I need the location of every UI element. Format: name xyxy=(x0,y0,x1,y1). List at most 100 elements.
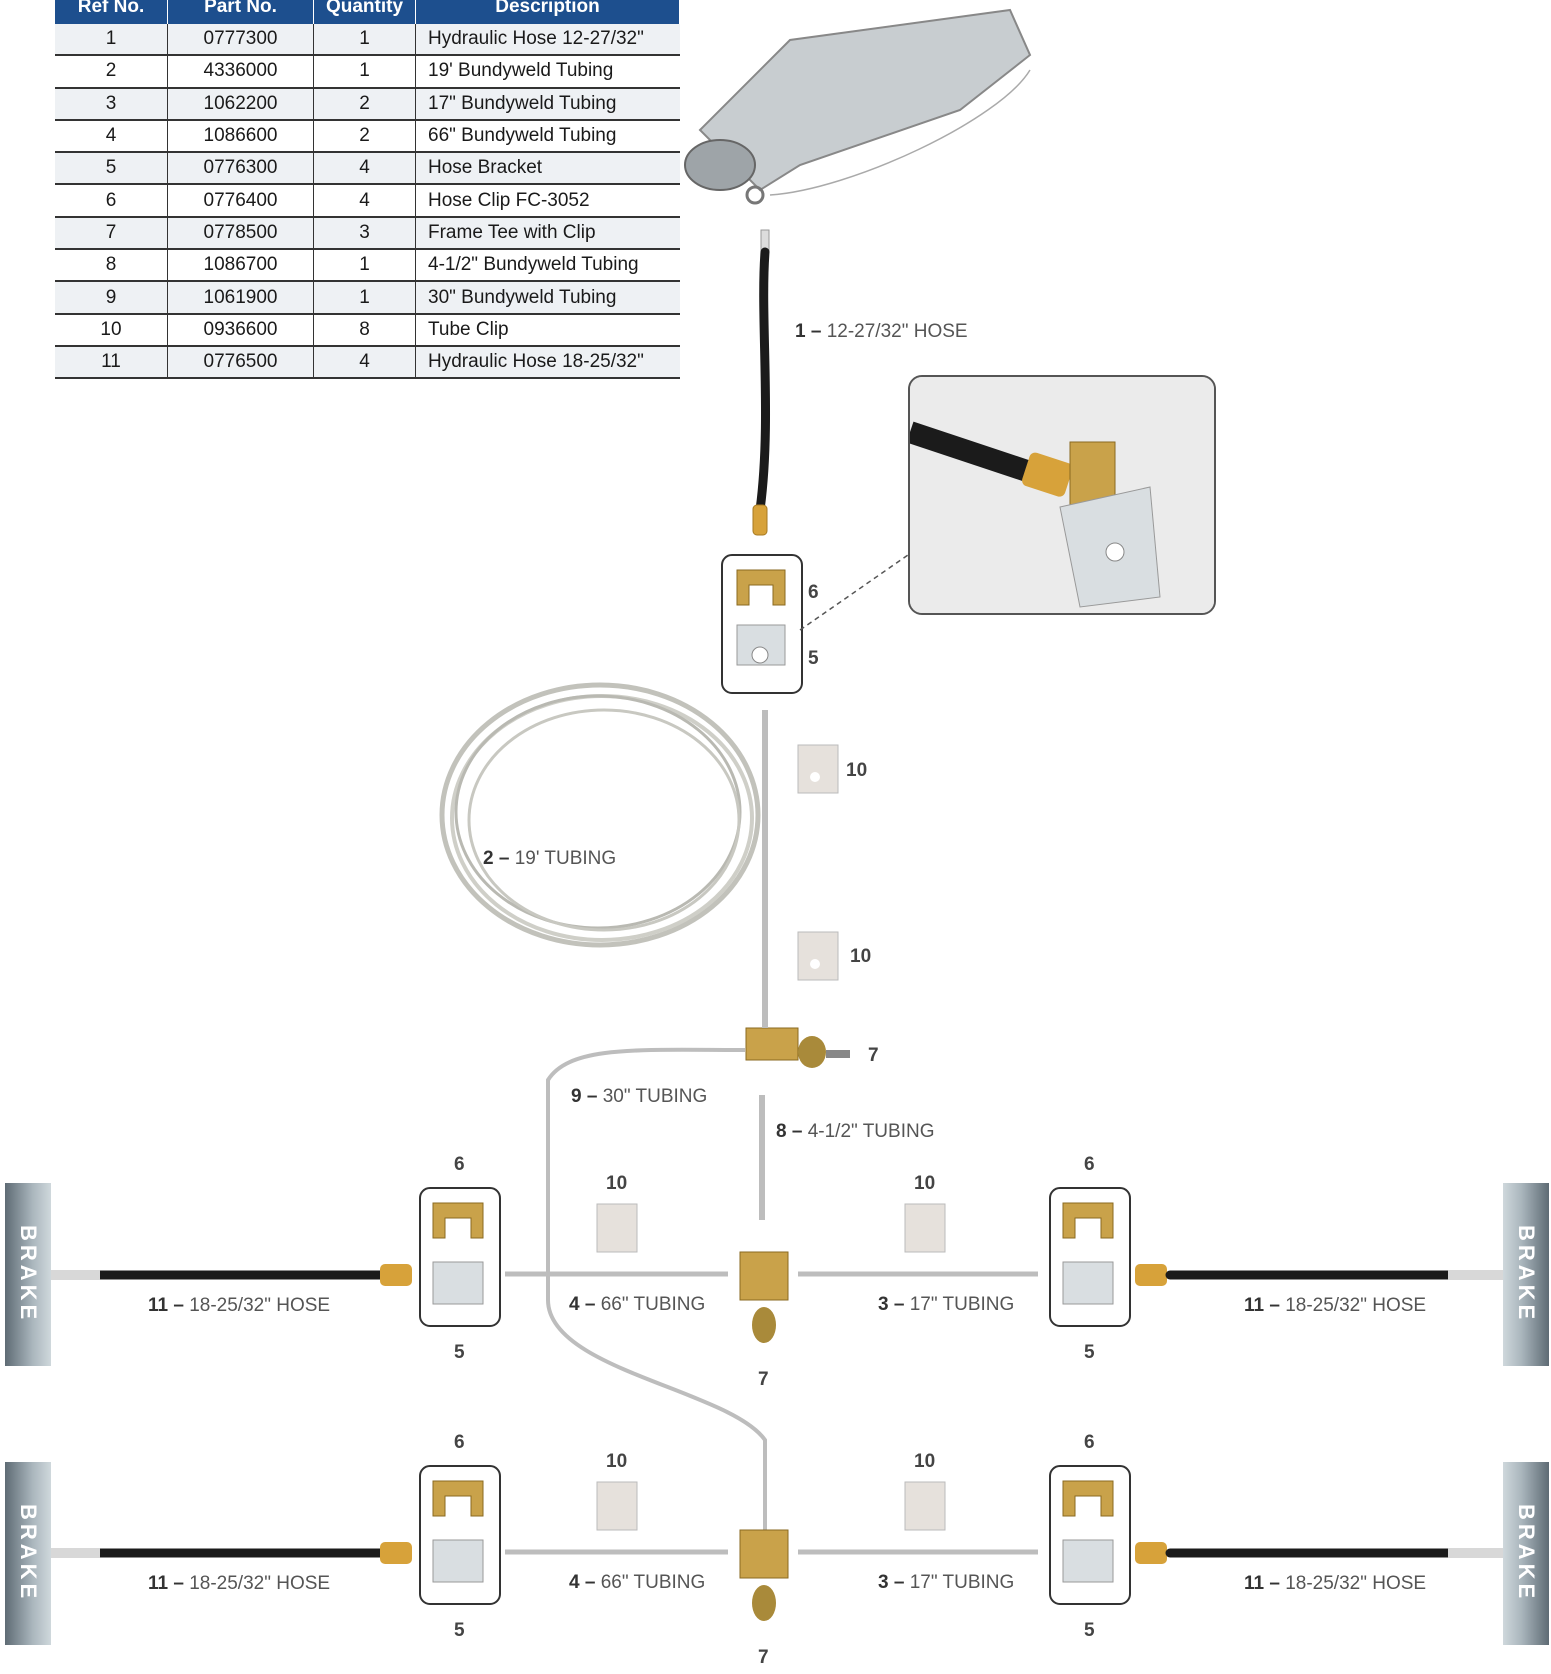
label-hose-11-text: 18-25/32" HOSE xyxy=(183,1573,331,1594)
actuator-coupler-image xyxy=(684,8,1032,205)
cell-desc: 19' Bundyweld Tubing xyxy=(415,55,680,89)
label-tubing-4-text: 66" TUBING xyxy=(595,1572,706,1593)
label-tubing-3-text: 17" TUBING xyxy=(904,1572,1015,1593)
callout-6: 6 xyxy=(1084,1154,1095,1175)
label-hose-11: 11 – 18-25/32" HOSE xyxy=(1244,1295,1426,1317)
header-description: Description xyxy=(415,0,680,24)
cell-qty: 3 xyxy=(313,216,416,251)
cell-part: 0777300 xyxy=(167,24,314,57)
cell-qty: 1 xyxy=(313,281,416,315)
label-hose-1-text: 12-27/32" HOSE xyxy=(821,321,968,342)
tubing-9-image xyxy=(546,1047,767,1570)
label-tubing-2-text: 19' TUBING xyxy=(509,848,617,869)
label-tubing-2-num: 2 – xyxy=(483,848,510,869)
cell-part: 1086700 xyxy=(167,249,314,283)
callout-10: 10 xyxy=(914,1173,936,1194)
header-quantity: Quantity xyxy=(313,0,416,24)
cell-part: 0778500 xyxy=(167,216,314,251)
callout-7: 7 xyxy=(758,1647,769,1668)
cell-desc: 30" Bundyweld Tubing xyxy=(415,281,680,315)
label-tubing-3: 3 – 17" TUBING xyxy=(878,1572,1014,1594)
label-tubing-3-num: 3 – xyxy=(878,1572,905,1593)
cell-ref: 1 xyxy=(55,24,168,57)
callout-5: 5 xyxy=(454,1342,465,1363)
label-tubing-2: 2 – 19' TUBING xyxy=(483,848,616,870)
label-hose-11-text: 18-25/32" HOSE xyxy=(1279,1573,1427,1594)
brake-tab-right-lower: BRAKE xyxy=(1503,1462,1549,1645)
frame-tee-7-top xyxy=(745,985,850,1068)
label-hose-11: 11 – 18-25/32" HOSE xyxy=(1244,1573,1426,1595)
label-hose-11-num: 11 – xyxy=(1244,1295,1280,1316)
label-tubing-9: 9 – 30" TUBING xyxy=(571,1086,707,1108)
cell-desc: Hydraulic Hose 12-27/32" xyxy=(415,24,680,57)
callout-6: 6 xyxy=(808,582,819,603)
label-hose-1: 1 – 12-27/32" HOSE xyxy=(795,321,968,343)
cell-desc: Hydraulic Hose 18-25/32" xyxy=(415,345,680,380)
label-tubing-4-text: 66" TUBING xyxy=(595,1294,706,1315)
cell-qty: 2 xyxy=(313,119,416,154)
cell-qty: 1 xyxy=(313,24,416,57)
assembly-row-lower xyxy=(45,1465,1503,1621)
cell-ref: 8 xyxy=(55,249,168,283)
callout-5: 5 xyxy=(808,648,819,669)
label-hose-11-num: 11 – xyxy=(148,1573,184,1594)
cell-desc: Tube Clip xyxy=(415,313,680,347)
label-hose-11-text: 18-25/32" HOSE xyxy=(1279,1295,1427,1316)
clip-bracket-group-top xyxy=(721,554,803,694)
cell-ref: 2 xyxy=(55,55,168,89)
cell-qty: 1 xyxy=(313,55,416,89)
header-ref-no: Ref No. xyxy=(55,0,168,24)
label-tubing-9-text: 30" TUBING xyxy=(597,1086,708,1107)
header-part-no: Part No. xyxy=(167,0,314,24)
callout-10: 10 xyxy=(850,946,872,967)
label-tubing-8-num: 8 – xyxy=(776,1121,803,1142)
label-hose-1-num: 1 – xyxy=(795,321,822,342)
parts-table-header: Ref No. Part No. Quantity Description xyxy=(55,0,680,24)
label-hose-11-text: 18-25/32" HOSE xyxy=(183,1295,331,1316)
cell-ref: 11 xyxy=(55,345,168,380)
tube-clip-10-middle xyxy=(797,931,839,981)
cell-desc: Hose Bracket xyxy=(415,152,680,186)
cell-ref: 6 xyxy=(55,184,168,218)
cell-qty: 4 xyxy=(313,345,416,380)
callout-10: 10 xyxy=(606,1451,628,1472)
callout-5: 5 xyxy=(1084,1342,1095,1363)
brake-tab-left-lower: BRAKE xyxy=(5,1462,51,1645)
label-tubing-3-num: 3 – xyxy=(878,1294,905,1315)
cell-part: 0776300 xyxy=(167,152,314,186)
cell-ref: 7 xyxy=(55,216,168,251)
callout-5: 5 xyxy=(454,1620,465,1641)
label-tubing-8: 8 – 4-1/2" TUBING xyxy=(776,1121,934,1143)
cell-part: 1061900 xyxy=(167,281,314,315)
cell-desc: 17" Bundyweld Tubing xyxy=(415,87,680,121)
label-tubing-4-num: 4 – xyxy=(569,1294,596,1315)
callout-7: 7 xyxy=(758,1369,769,1390)
brake-tab-left-upper: BRAKE xyxy=(5,1183,51,1366)
cell-part: 1086600 xyxy=(167,119,314,154)
label-tubing-4: 4 – 66" TUBING xyxy=(569,1572,705,1594)
label-tubing-3-text: 17" TUBING xyxy=(904,1294,1015,1315)
label-tubing-8-text: 4-1/2" TUBING xyxy=(802,1121,935,1142)
label-hose-11: 11 – 18-25/32" HOSE xyxy=(148,1573,330,1595)
brake-tab-right-upper: BRAKE xyxy=(1503,1183,1549,1366)
label-tubing-9-num: 9 – xyxy=(571,1086,598,1107)
cell-ref: 9 xyxy=(55,281,168,315)
tubing-2-image xyxy=(439,682,768,985)
cell-desc: 4-1/2" Bundyweld Tubing xyxy=(415,249,680,283)
callout-10: 10 xyxy=(606,1173,628,1194)
cell-desc: 66" Bundyweld Tubing xyxy=(415,119,680,154)
cell-part: 0776500 xyxy=(167,345,314,380)
cell-qty: 2 xyxy=(313,87,416,121)
callout-6: 6 xyxy=(454,1432,465,1453)
